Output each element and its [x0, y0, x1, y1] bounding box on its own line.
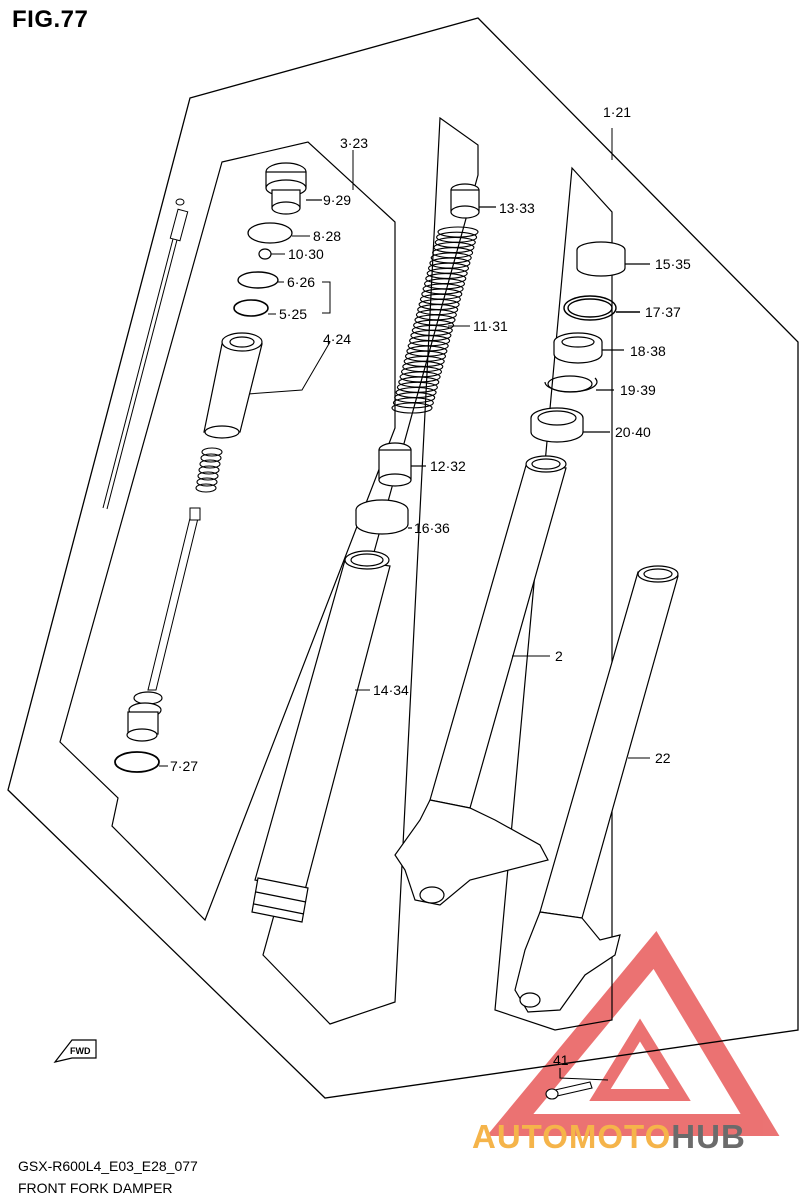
- nut-10: [258, 248, 272, 260]
- callout-5-25: 5·25: [279, 306, 307, 322]
- cartridge: [203, 332, 263, 439]
- spring-coil: [392, 397, 434, 409]
- circlip-19: [544, 375, 614, 393]
- cap-bolt: [265, 162, 322, 215]
- inner-tube: [251, 550, 391, 923]
- fwd-arrow-icon: FWD: [53, 1039, 97, 1063]
- outer-assembly-outline: [7, 17, 799, 1099]
- bolt-41: [545, 1068, 609, 1100]
- callout-41: 41: [553, 1052, 569, 1068]
- callout-1-21: 1·21: [603, 104, 631, 120]
- callout-17-37: 17·37: [645, 304, 681, 320]
- callout-15-35: 15·35: [655, 256, 691, 272]
- seal-18: [553, 332, 624, 364]
- seal-20: [530, 407, 610, 443]
- callout-3-23: 3·23: [340, 135, 368, 151]
- callout-19-39: 19·39: [620, 382, 656, 398]
- callout-16-36: 16·36: [414, 520, 450, 536]
- callout-8-28: 8·28: [313, 228, 341, 244]
- bushing-16: [355, 499, 412, 535]
- fwd-label: FWD: [70, 1046, 91, 1056]
- callout-4-24: 4·24: [323, 331, 351, 347]
- callout-22: 22: [655, 750, 671, 766]
- diagram-code: GSX-R600L4_E03_E28_077: [18, 1158, 198, 1174]
- callout-12-32: 12·32: [430, 458, 466, 474]
- piston-rod: [147, 507, 201, 691]
- adjuster-13: [450, 183, 496, 219]
- callout-14-34: 14·34: [373, 682, 409, 698]
- o-ring-8: [247, 222, 293, 244]
- callout-13-33: 13·33: [499, 200, 535, 216]
- figure-title: FIG.77: [12, 6, 89, 33]
- damper-rod: [102, 198, 189, 510]
- ring-5: [233, 299, 269, 317]
- callout-11-31: 11·31: [473, 318, 508, 334]
- ring-17: [563, 295, 640, 321]
- callout-10-30: 10·30: [288, 246, 324, 262]
- spring-coil: [391, 402, 433, 414]
- watermark-logo: [486, 931, 780, 1136]
- callout-6-26: 6·26: [287, 274, 315, 290]
- diagram-name: FRONT FORK DAMPER: [18, 1180, 173, 1196]
- spacer-12: [378, 442, 426, 487]
- inner-tube-panel-outline: [262, 116, 479, 1025]
- watermark-text-part2: HUB: [671, 1118, 746, 1155]
- damper-assembly-outline: [59, 141, 396, 922]
- ring-7: [114, 751, 160, 773]
- main-spring: [391, 226, 479, 414]
- outer-tube-2: [394, 455, 567, 906]
- outer-tube-22: [514, 565, 679, 1013]
- callout-9-29: 9·29: [323, 192, 351, 208]
- callout-2: 2: [555, 648, 563, 664]
- callout-20-40: 20·40: [615, 424, 651, 440]
- ring-6: [237, 271, 279, 289]
- watermark-text: AUTOMOTOHUB: [472, 1118, 746, 1156]
- rebound-spring: [195, 447, 223, 493]
- valve-assembly: [126, 691, 163, 742]
- callout-18-38: 18·38: [630, 343, 666, 359]
- seal-15: [576, 241, 650, 277]
- callout-7-27: 7·27: [170, 758, 198, 774]
- watermark-text-part1: AUTOMOTO: [472, 1118, 672, 1155]
